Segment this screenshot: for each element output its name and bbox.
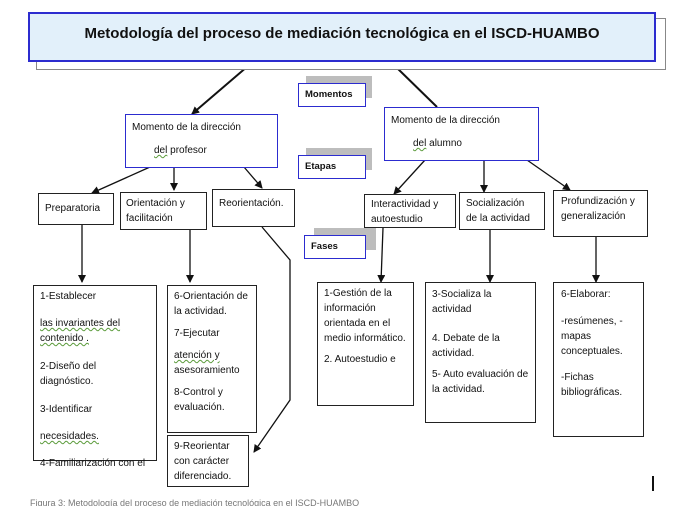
fase-orientacion: 6-Orientación de la actividad. 7-Ejecuta… (167, 285, 257, 433)
fase-socializacion-l1: 3-Socializa la actividad (432, 289, 492, 315)
etapa-profundizacion-label: Profundización y generalización (561, 196, 635, 222)
etapa-reorientacion-label: Reorientación. (219, 198, 284, 209)
fase-profundizacion-l2: -resúmenes, - mapas conceptuales. (561, 316, 623, 357)
arrow-alumno-profundizacion (526, 159, 571, 191)
fase-orientacion-l3b: asesoramiento (174, 365, 240, 376)
etapa-orientacion: Orientación y facilitación (120, 192, 207, 230)
fase-preparatoria-l4: 3-Identificar (40, 404, 93, 415)
etapa-socializacion-label: Socialización de la actividad (466, 198, 530, 224)
fase-reorientacion-l1: 9-Reorientar con carácter diferenciado. (174, 441, 232, 482)
fase-orientacion-l1: 6-Orientación de la actividad. (174, 291, 248, 317)
momento-alumno-who: alumno (429, 138, 462, 149)
line-title-to-alumno (394, 65, 438, 108)
momentos-tag: Momentos (298, 83, 366, 107)
momento-alumno-line1: Momento de la dirección (391, 115, 500, 126)
etapa-profundizacion: Profundización y generalización (553, 190, 648, 237)
arrow-profesor-reorientacion (243, 166, 263, 189)
fase-orientacion-l3a: atención y (174, 350, 220, 361)
fase-preparatoria-l1: 1-Establecer (40, 291, 97, 302)
fase-socializacion-l2: 4. Debate de la actividad. (432, 333, 500, 359)
fase-socializacion-l3: 5- Auto evaluación de la actividad. (432, 369, 529, 395)
etapa-preparatoria-label: Preparatoria (45, 203, 101, 214)
momento-alumno-del: del (413, 138, 427, 149)
etapa-interactividad: Interactividad y autoestudio (364, 194, 456, 228)
fase-preparatoria-l6: 4-Familiarización con el (40, 458, 146, 469)
fase-preparatoria: 1-Establecer las invariantes del conteni… (33, 285, 157, 469)
fases-tag: Fases (304, 235, 366, 259)
etapas-tag: Etapas (298, 155, 366, 179)
fase-interactividad: 1-Gestión de la información orientada en… (317, 282, 414, 406)
fase-profundizacion: 6-Elaborar: -resúmenes, - mapas conceptu… (553, 282, 644, 437)
arrow-interactividad-fase (377, 227, 386, 283)
fase-preparatoria-l5: necesidades. (40, 431, 99, 442)
etapa-orientacion-label: Orientación y facilitación (126, 198, 185, 224)
figure-caption: Figura 3: Metodología del proceso de med… (30, 498, 360, 506)
momento-alumno-box: Momento de la dirección del alumno (384, 107, 539, 161)
arrow-profesor-preparatoria (91, 166, 151, 194)
fase-socializacion: 3-Socializa la actividad 4. Debate de la… (425, 282, 536, 423)
fase-interactividad-l2: 2. Autoestudio e (324, 354, 396, 365)
momento-profesor-line1: Momento de la dirección (132, 122, 241, 133)
momento-profesor-who: profesor (170, 145, 207, 156)
fase-interactividad-l1: 1-Gestión de la información orientada en… (324, 288, 406, 344)
arrow-alumno-interactividad (393, 159, 426, 195)
fase-preparatoria-l3: 2-Diseño del diagnóstico. (40, 361, 97, 387)
momento-profesor-del: del (154, 145, 168, 156)
arrow-reorientacion-fase (253, 226, 291, 453)
text-cursor (652, 476, 654, 491)
momento-profesor-box: Momento de la dirección del profesor (125, 114, 278, 168)
diagram-title: Metodología del proceso de mediación tec… (28, 12, 656, 62)
fase-orientacion-l2: 7-Ejecutar (174, 328, 220, 339)
fase-profundizacion-l3: -Fichas bibliográficas. (561, 372, 623, 398)
etapa-reorientacion: Reorientación. (212, 189, 295, 227)
etapa-preparatoria: Preparatoria (38, 193, 114, 225)
etapa-socializacion: Socialización de la actividad (459, 192, 545, 230)
fase-profundizacion-l1: 6-Elaborar: (561, 289, 611, 300)
fase-reorientacion: 9-Reorientar con carácter diferenciado. (167, 435, 249, 487)
fase-orientacion-l4: 8-Control y evaluación. (174, 387, 225, 413)
etapa-interactividad-label: Interactividad y autoestudio (371, 199, 439, 225)
arrow-title-to-profesor (191, 65, 249, 115)
fase-preparatoria-l2: las invariantes del contenido . (40, 318, 121, 344)
